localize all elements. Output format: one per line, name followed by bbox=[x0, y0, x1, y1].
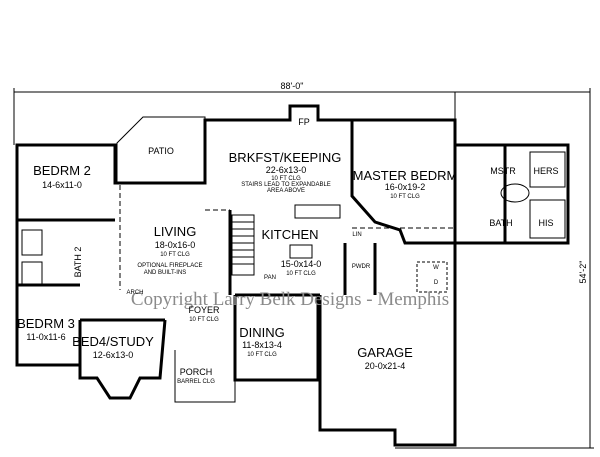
bed4-size: 12-6x13-0 bbox=[93, 350, 134, 360]
brkfst-ceiling: 10 FT CLG bbox=[271, 176, 301, 182]
master-size: 16-0x19-2 bbox=[385, 182, 426, 192]
living-ceiling: 10 FT CLG bbox=[160, 252, 190, 258]
living-label: LIVING bbox=[154, 224, 197, 239]
arch-label: ARCH bbox=[126, 290, 143, 296]
brkfst-note-1: STAIRS LEAD TO EXPANDABLE bbox=[241, 182, 331, 188]
brkfst-size: 22-6x13-0 bbox=[266, 165, 307, 175]
bed4-label: BED4/STUDY bbox=[72, 334, 154, 349]
his-closet-label: HIS bbox=[538, 218, 553, 228]
patio-label: PATIO bbox=[148, 146, 174, 156]
copyright-watermark: Copyright Larry Belk Designs - Memphis bbox=[131, 289, 449, 310]
living-note-2: AND BUILT-INS bbox=[144, 270, 187, 276]
stairs bbox=[231, 214, 255, 276]
depth-dimension: 54'-2" bbox=[578, 261, 588, 284]
porch-label: PORCH bbox=[180, 367, 213, 377]
master-ceiling: 10 FT CLG bbox=[390, 194, 420, 200]
bath-label: BATH bbox=[489, 218, 512, 228]
bedrm3-size: 11-0x11-6 bbox=[26, 332, 65, 342]
kitchen-ceiling: 10 FT CLG bbox=[286, 271, 316, 277]
bedrm2-label: BEDRM 2 bbox=[33, 163, 91, 178]
living-size: 18-0x16-0 bbox=[155, 240, 196, 250]
porch-ceiling: BARREL CLG bbox=[177, 379, 215, 385]
interior-walls bbox=[17, 120, 507, 322]
kitchen-size: 15-0x14-0 bbox=[281, 259, 322, 269]
brkfst-note-2: AREA ABOVE bbox=[267, 188, 305, 194]
foyer-ceiling: 10 FT CLG bbox=[189, 317, 219, 323]
master-label: MASTER BEDRM bbox=[353, 168, 458, 183]
dining-ceiling: 10 FT CLG bbox=[247, 352, 277, 358]
dimension-lines bbox=[13, 88, 594, 449]
bedrm3-label: BEDRM 3 bbox=[17, 316, 75, 331]
mstr-bath-label: MSTR bbox=[490, 166, 516, 176]
linen-label: LIN bbox=[352, 232, 361, 238]
pantry-label: PAN bbox=[264, 275, 276, 281]
hers-closet-label: HERS bbox=[533, 166, 558, 176]
width-dimension: 88'-0" bbox=[281, 81, 304, 91]
dining-label: DINING bbox=[239, 325, 285, 340]
washer-label: W bbox=[433, 265, 439, 271]
dryer-label: D bbox=[434, 280, 439, 286]
bath2-label: BATH 2 bbox=[73, 247, 83, 278]
fireplace-label: FP bbox=[298, 117, 310, 127]
living-note-1: OPTIONAL FIREPLACE bbox=[137, 263, 202, 269]
powder-label: PWDR bbox=[352, 264, 371, 270]
dining-size: 11-8x13-4 bbox=[242, 340, 282, 350]
garage-label: GARAGE bbox=[357, 345, 413, 360]
fixtures bbox=[21, 151, 566, 293]
bedrm2-size: 14-6x11-0 bbox=[42, 180, 82, 190]
exterior-walls bbox=[15, 104, 570, 447]
foyer-label: FOYER bbox=[188, 305, 220, 315]
kitchen-label: KITCHEN bbox=[261, 227, 318, 242]
brkfst-label: BRKFST/KEEPING bbox=[229, 150, 342, 165]
garage-size: 20-0x21-4 bbox=[365, 361, 406, 371]
